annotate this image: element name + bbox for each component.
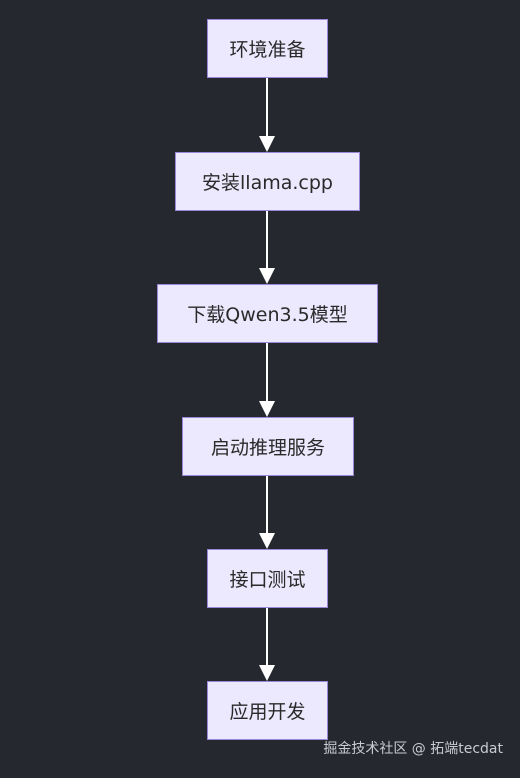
arrow-2-3 — [259, 211, 275, 284]
step-install-llama-cpp: 安装llama.cpp — [175, 152, 360, 211]
arrow-3-4 — [259, 343, 275, 417]
arrow-5-6 — [259, 608, 275, 681]
step-api-test: 接口测试 — [207, 549, 328, 608]
arrow-4-5 — [259, 476, 275, 549]
watermark: 掘金技术社区 @ 拓端tecdat — [323, 741, 503, 757]
arrow-1-2 — [259, 78, 275, 152]
step-start-inference-service: 启动推理服务 — [182, 417, 354, 476]
step-environment-prep: 环境准备 — [207, 19, 328, 78]
step-app-development: 应用开发 — [207, 681, 328, 740]
step-download-model: 下载Qwen3.5模型 — [157, 284, 378, 343]
